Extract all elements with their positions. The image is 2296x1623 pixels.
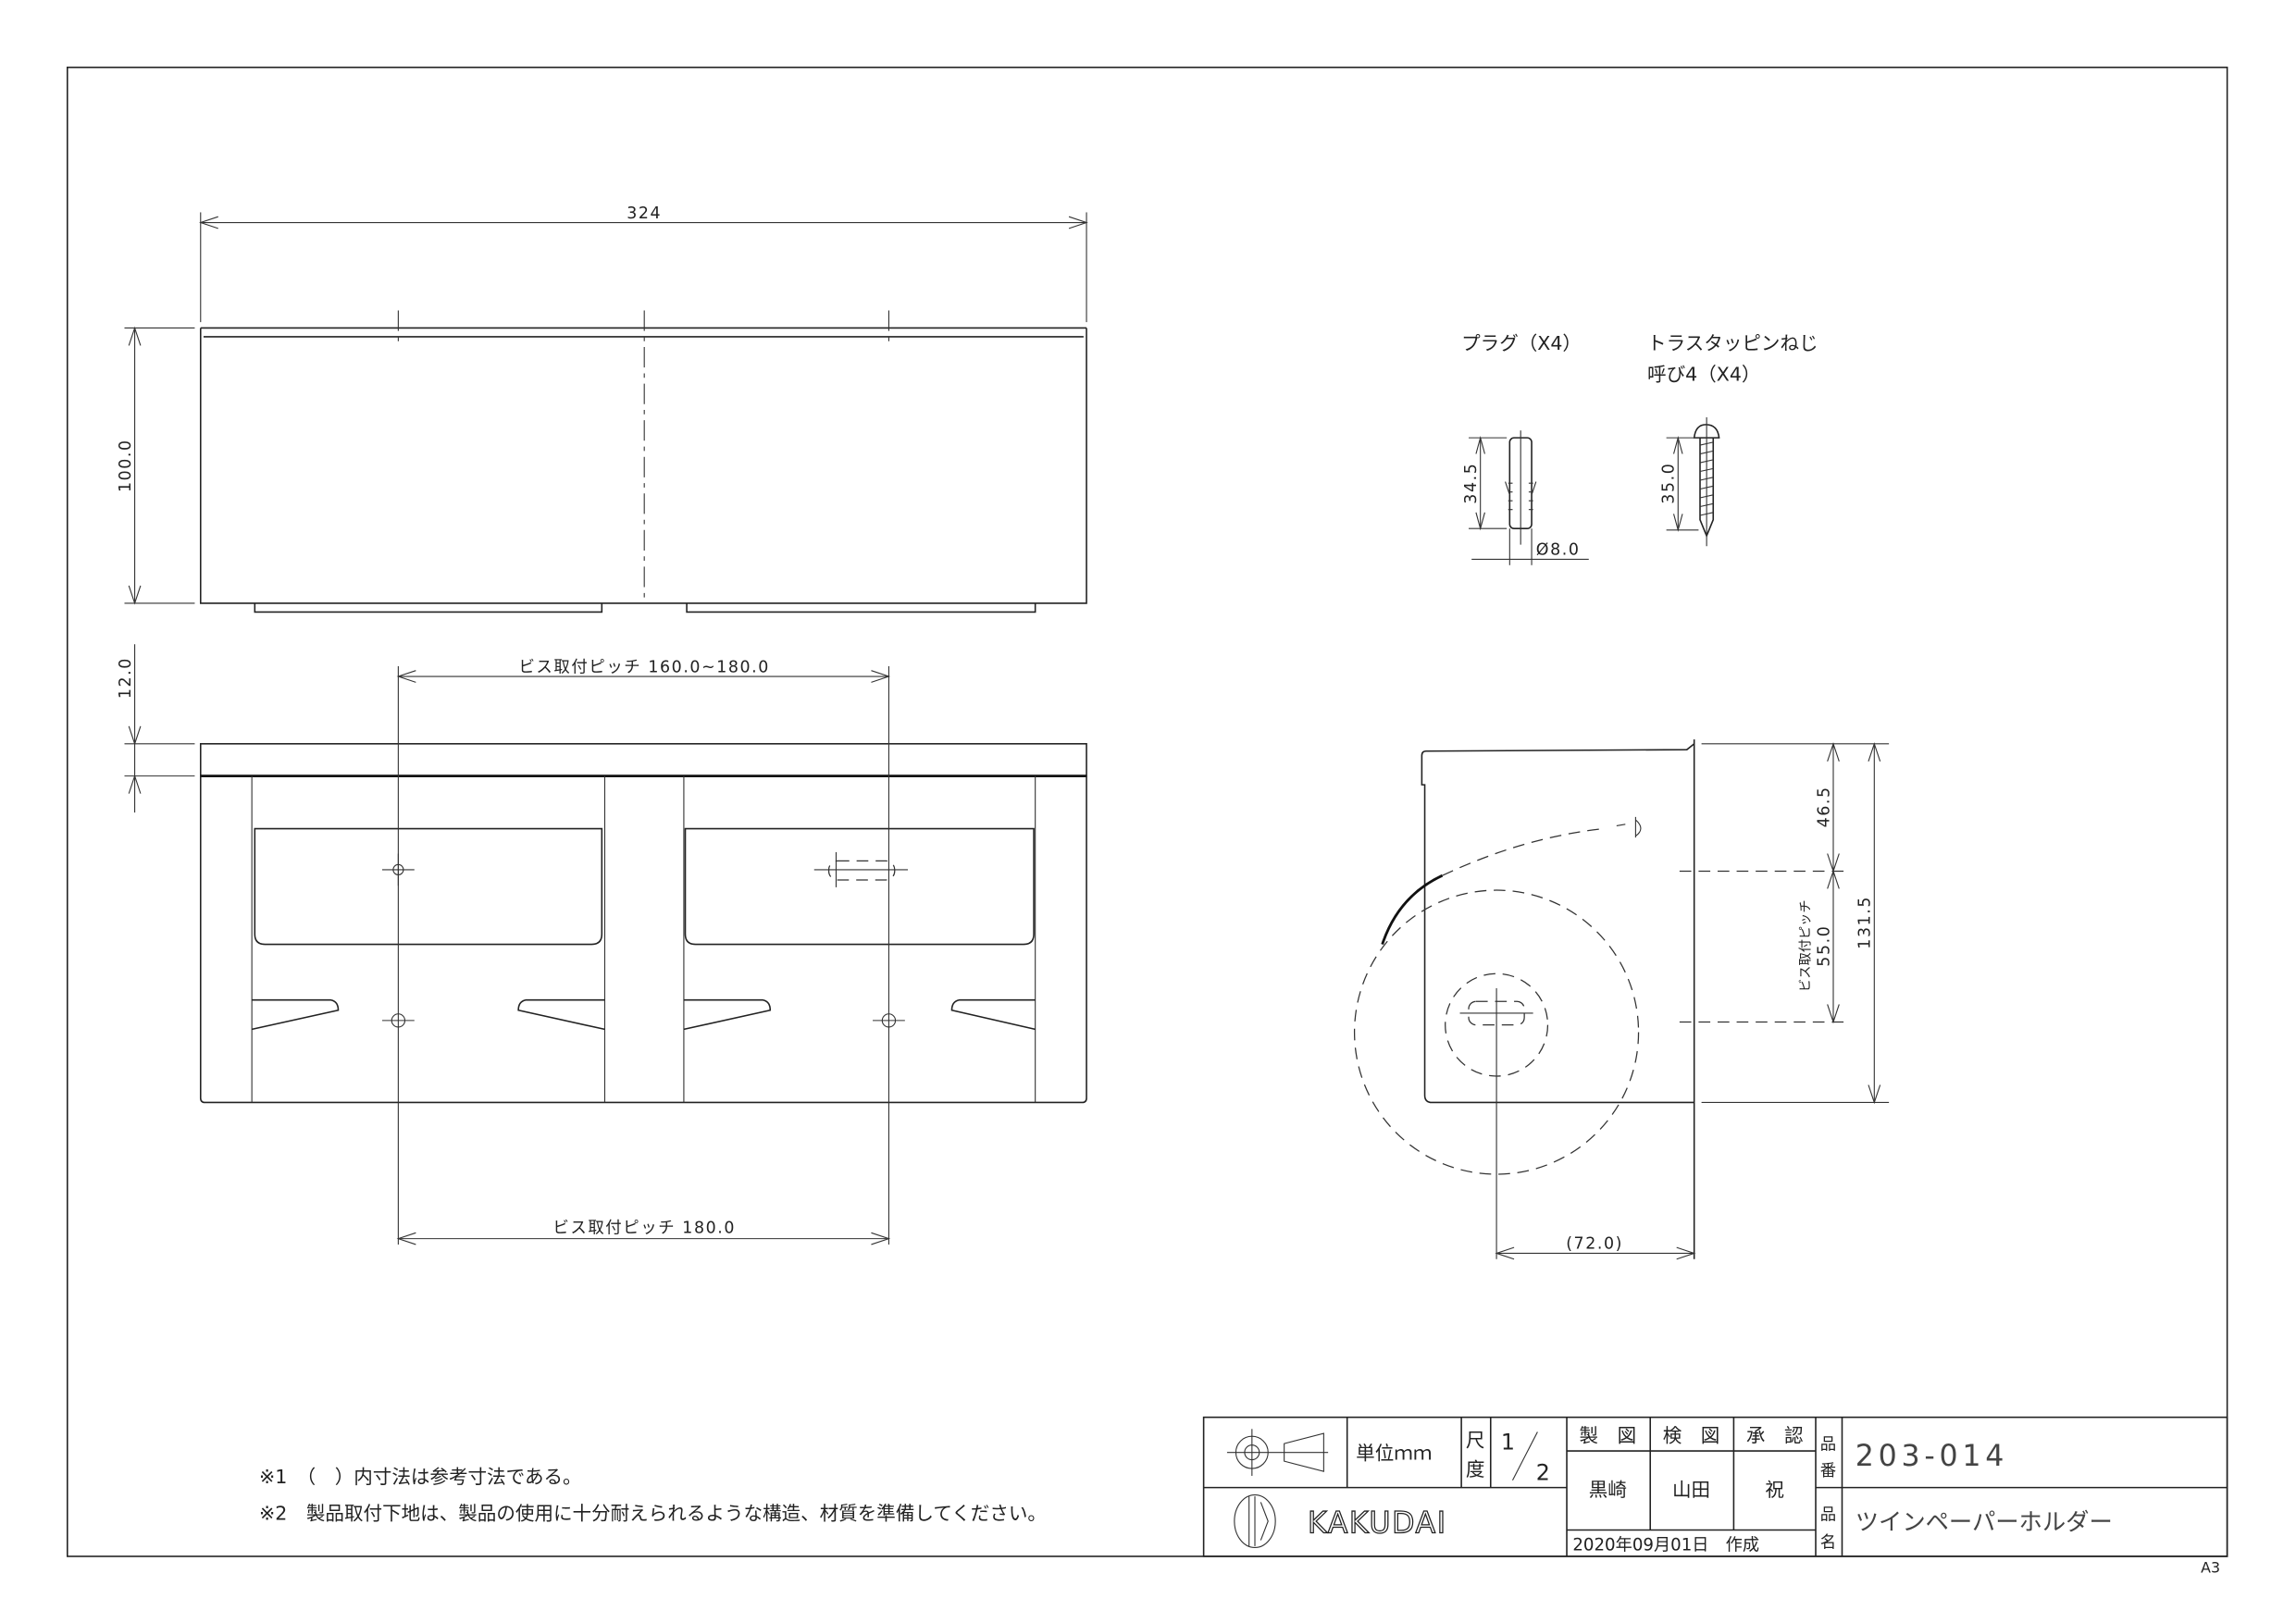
part-number: 203-014 <box>1855 1440 2008 1473</box>
dim-lid: 12.0 <box>117 657 135 699</box>
screw-label-2: 呼び4（X4） <box>1647 363 1760 385</box>
note-2: ※2 製品取付下地は、製品の使用に十分耐えられるような構造、材質を準備してくださ… <box>259 1502 1047 1524</box>
third-angle-projection-icon <box>1226 1429 1329 1476</box>
dim-pitch-bottom: ビス取付ピッチ 180.0 <box>552 1219 736 1237</box>
part-no-label: 品 <box>1820 1435 1836 1454</box>
accessories: プラグ（X4） トラスタッピンねじ 呼び4（X4） 34.5 Ø8.0 35.0 <box>1461 332 1818 565</box>
dim-46-5: 46.5 <box>1815 786 1833 827</box>
part-no-label: 番 <box>1820 1462 1836 1481</box>
drawing-date: 2020年09月01日 作成 <box>1572 1536 1759 1555</box>
title-block: 単位ｍｍ 尺 度 1 2 製 図 検 図 承 認 黒崎 山田 祝 2020年09… <box>1202 1416 2228 1557</box>
drawn-header: 製 図 <box>1580 1425 1637 1447</box>
plug-diameter: Ø8.0 <box>1536 541 1581 560</box>
dim-pitch-top: ビス取付ピッチ 160.0~180.0 <box>518 658 769 676</box>
scale-label: 尺 <box>1466 1429 1485 1451</box>
part-name-label: 品 <box>1820 1505 1836 1524</box>
note-1: ※1 （ ）内寸法は参考寸法である。 <box>259 1466 582 1488</box>
part-name-label: 名 <box>1820 1533 1836 1552</box>
side-view: 46.5 ビス取付ピッチ 55.0 131.5 (72.0) <box>1353 739 1890 1260</box>
front-view: 12.0 ビス取付ピッチ 160.0~180.0 ビス取付ピッチ 180.0 <box>117 644 1087 1245</box>
drawing-border <box>66 67 2228 1557</box>
company-name: KAKUDAI <box>1308 1507 1447 1541</box>
plug-length: 34.5 <box>1462 463 1481 504</box>
screw-length: 35.0 <box>1660 463 1679 504</box>
scale-label: 度 <box>1466 1458 1485 1481</box>
dim-width: 324 <box>627 204 662 223</box>
plug-label: プラグ（X4） <box>1461 332 1582 354</box>
plug-icon <box>1469 430 1589 565</box>
kakudai-logo: KAKUDAI <box>1234 1493 1447 1549</box>
dim-height: 100.0 <box>117 439 135 492</box>
scale-numerator: 1 <box>1501 1429 1515 1455</box>
scale-denominator: 2 <box>1536 1460 1550 1486</box>
checked-header: 検 図 <box>1663 1425 1720 1447</box>
approved-header: 承 認 <box>1746 1425 1804 1447</box>
unit-label: 単位ｍｍ <box>1356 1443 1432 1465</box>
slot-hole <box>813 851 909 887</box>
paper-flap-arc <box>1381 873 1444 946</box>
checked-by: 山田 <box>1672 1479 1710 1501</box>
part-name: ツインペーパーホルダー <box>1855 1508 2113 1535</box>
top-view: 324 100.0 <box>117 204 1088 613</box>
dim-55: 55.0 <box>1815 925 1833 967</box>
dim-72: (72.0) <box>1566 1235 1623 1254</box>
dim-pitch-label: ビス取付ピッチ <box>1798 899 1814 992</box>
approved-by: 祝 <box>1765 1479 1784 1501</box>
dim-131-5: 131.5 <box>1856 896 1875 949</box>
sheet-size: A3 <box>2201 1558 2220 1576</box>
screw-label-1: トラスタッピンねじ <box>1647 332 1818 354</box>
drawn-by: 黒崎 <box>1589 1479 1627 1501</box>
screw-icon <box>1666 416 1720 547</box>
paper-roll-outline <box>1353 889 1640 1175</box>
